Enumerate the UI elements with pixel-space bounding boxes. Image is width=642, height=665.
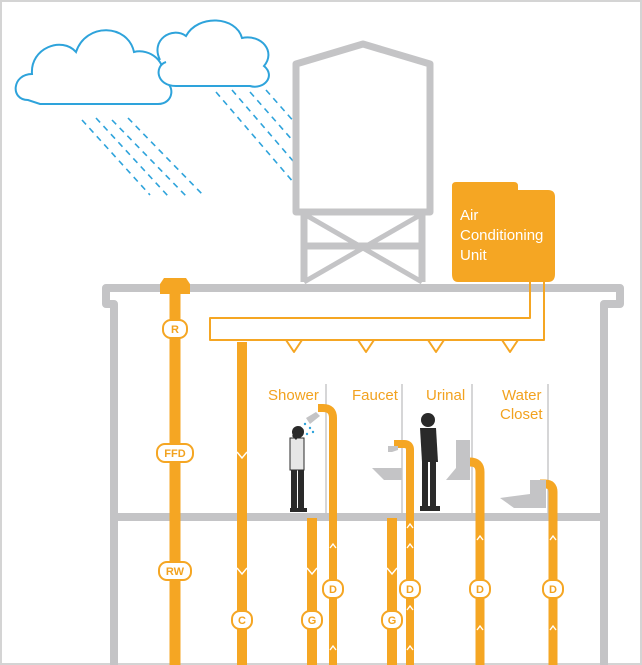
label-shower: Shower: [268, 387, 319, 404]
badge-ffd: FFD: [156, 443, 194, 463]
ac-unit-label-3: Unit: [460, 247, 488, 264]
badge-rw-text: RW: [166, 566, 185, 578]
badge-d1: D: [322, 579, 344, 599]
building-outline: [102, 284, 624, 665]
badge-c-text: C: [238, 615, 246, 627]
badge-ffd-text: FFD: [164, 448, 185, 460]
badge-g1: G: [301, 610, 323, 630]
label-water-closet-1: Water: [502, 387, 541, 404]
badge-g2: G: [381, 610, 403, 630]
ac-unit-label-2: Conditioning: [460, 227, 543, 244]
water-tower-icon: [292, 40, 434, 285]
flow-arrows: [236, 451, 557, 651]
cloud-icon: [14, 19, 270, 105]
badge-d3-text: D: [476, 584, 484, 596]
badge-d2: D: [399, 579, 421, 599]
badge-d2-text: D: [406, 584, 414, 596]
badge-r-text: R: [171, 324, 179, 336]
badge-rw: RW: [158, 561, 192, 581]
label-faucet: Faucet: [352, 387, 399, 404]
badges: R FFD RW C G G D D: [156, 319, 564, 630]
ac-unit-label-1: Air: [460, 207, 478, 224]
person-icon: [420, 413, 440, 511]
urinal-icon: [446, 440, 470, 480]
badge-d4-text: D: [549, 584, 557, 596]
sink-icon: [372, 446, 402, 480]
badge-d1-text: D: [329, 584, 337, 596]
badge-d3: D: [469, 579, 491, 599]
roof-drain-icon: [160, 278, 190, 294]
badge-g1-text: G: [308, 615, 317, 627]
badge-g2-text: G: [388, 615, 397, 627]
fixture-dividers: [325, 384, 549, 513]
person-icon: [289, 426, 307, 512]
label-water-closet-2: Closet: [500, 406, 543, 423]
badge-d4: D: [542, 579, 564, 599]
badge-c: C: [231, 610, 253, 630]
label-urinal: Urinal: [426, 387, 465, 404]
toilet-icon: [500, 480, 546, 508]
badge-r: R: [162, 319, 188, 339]
ac-unit: Air Conditioning Unit: [452, 182, 555, 282]
ac-duct: [209, 282, 545, 353]
